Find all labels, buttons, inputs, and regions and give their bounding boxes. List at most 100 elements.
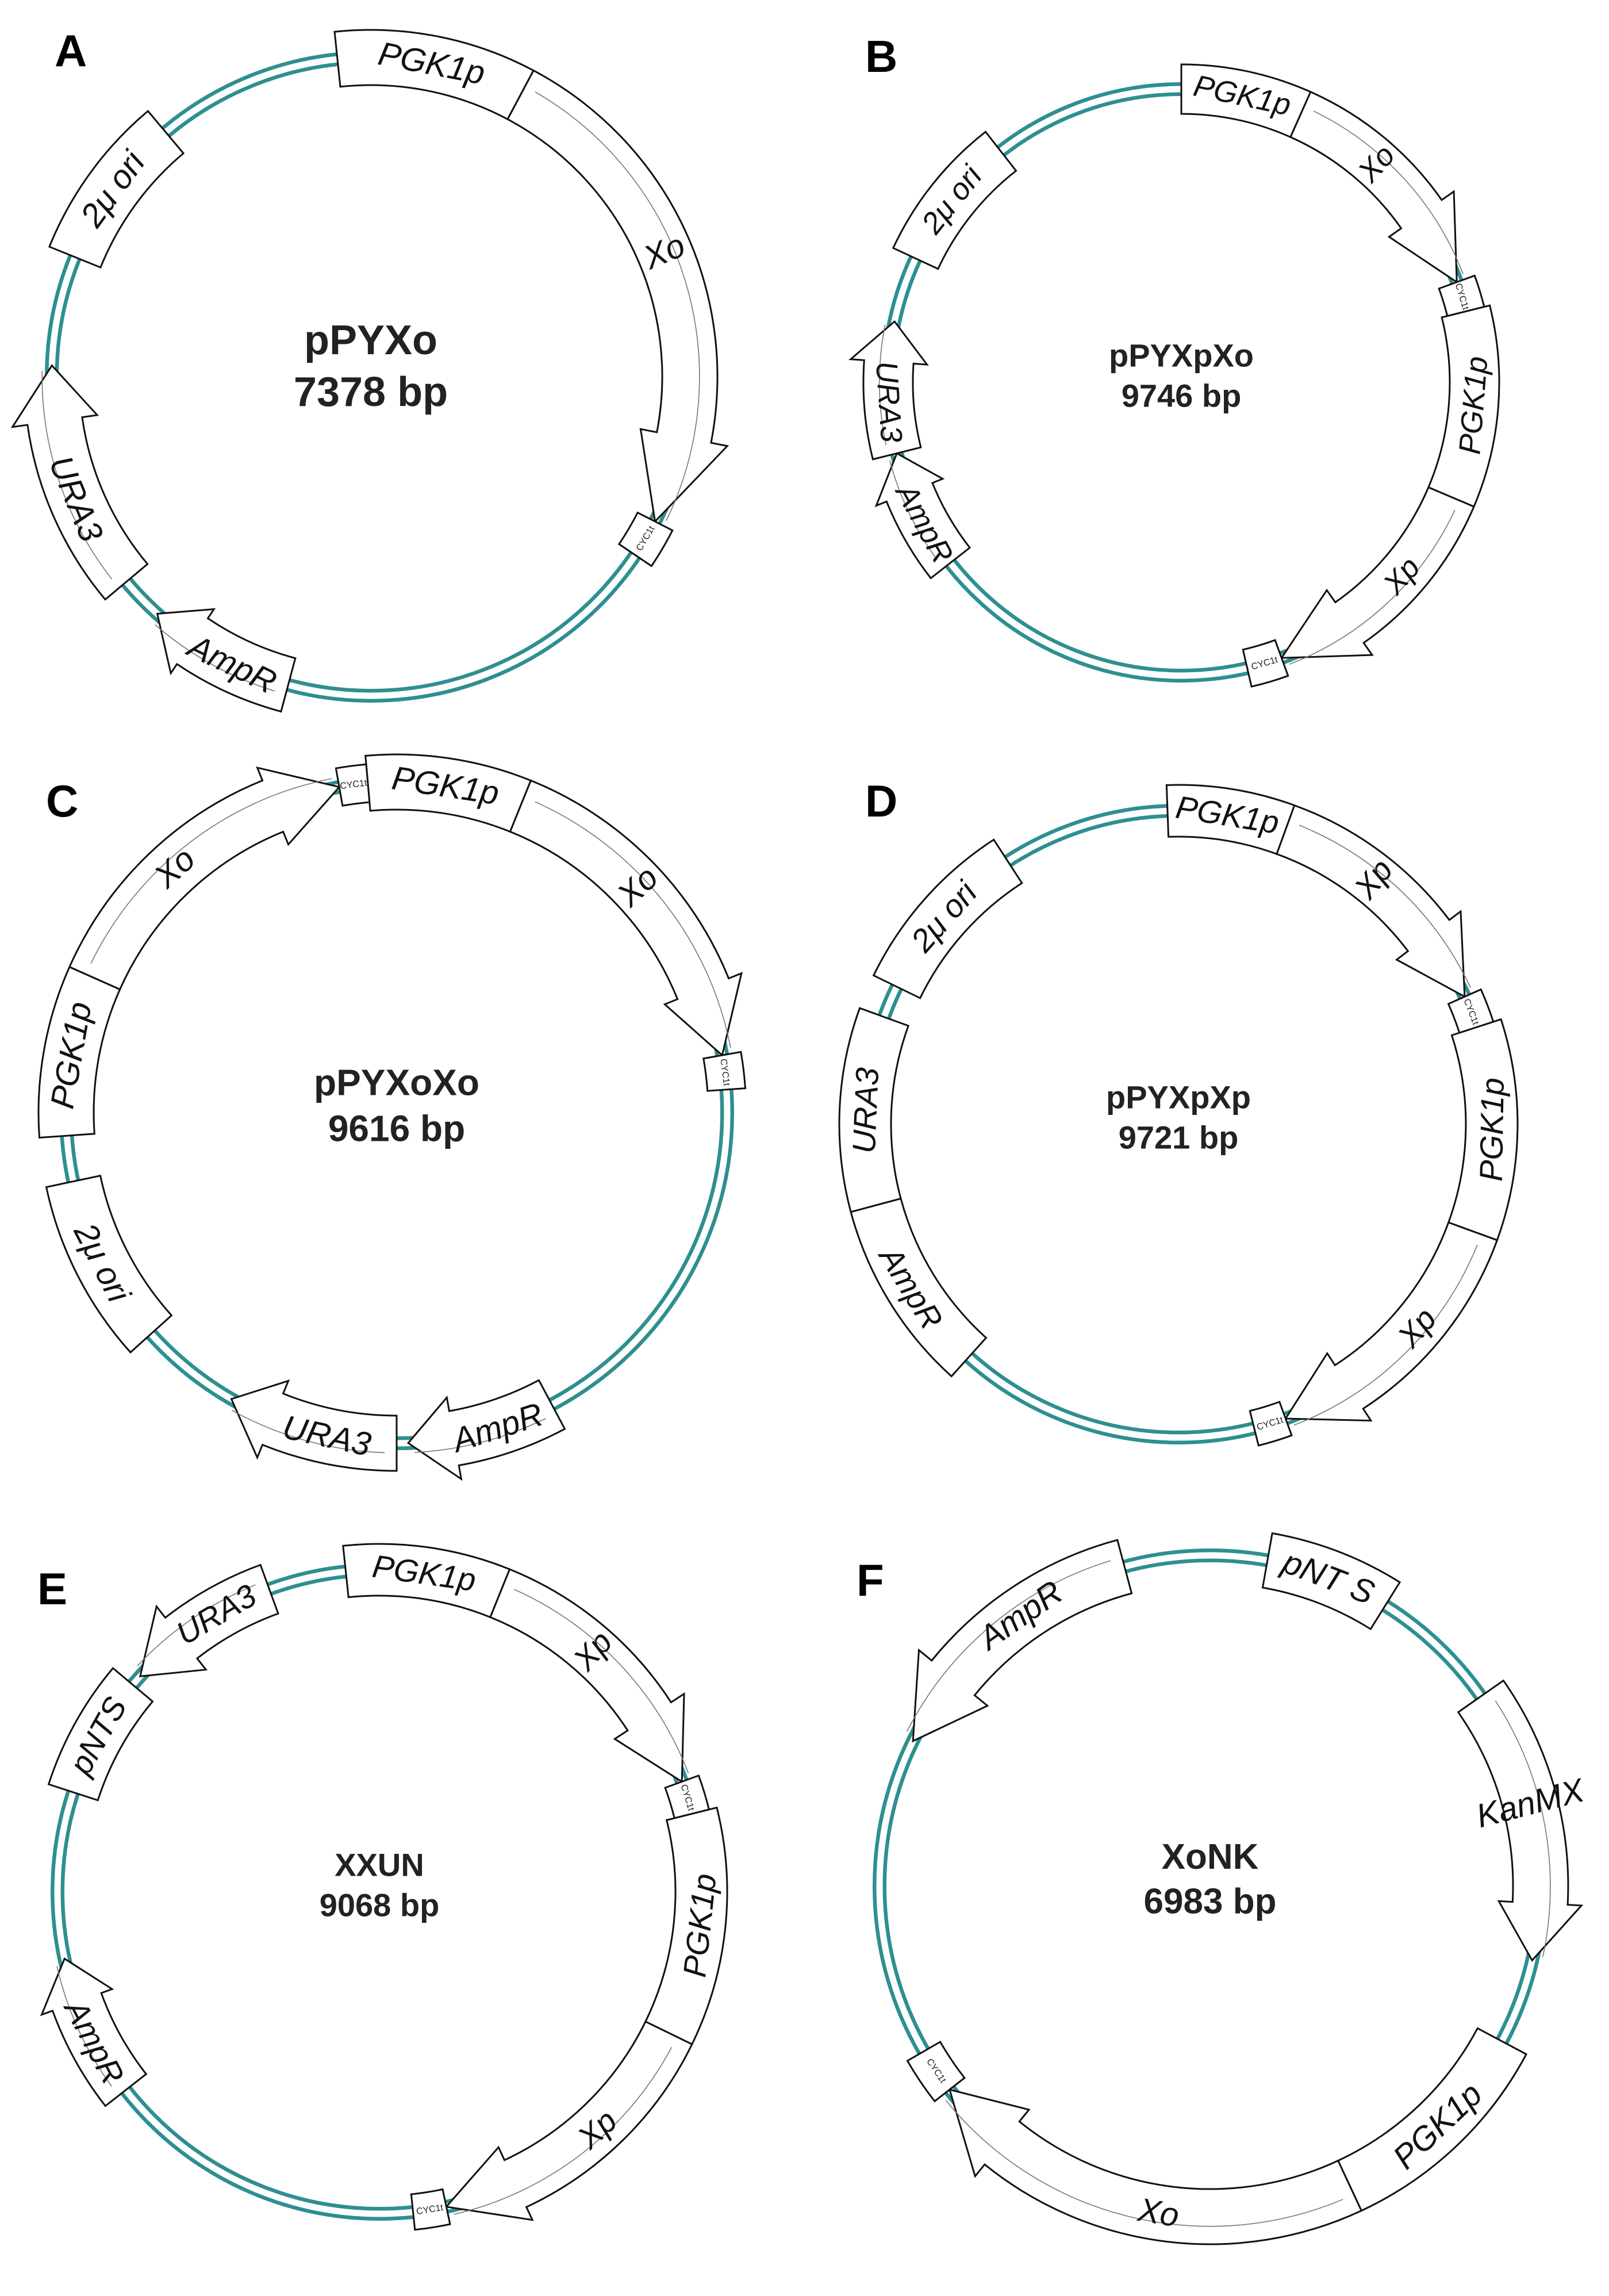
feature-xp: Xp (444, 2020, 693, 2221)
feature-track-line (90, 778, 332, 964)
feature-xp: Xp (1276, 804, 1471, 998)
feature-kanmx: KanMX (1457, 1679, 1589, 1962)
feature-cyc1t: CYC1t (617, 511, 674, 568)
feature-pgk1p: PGK1p (644, 1806, 728, 2046)
feature-cyc1t: CYC1t (410, 2188, 451, 2231)
feature-label: CYC1t (339, 778, 367, 791)
feature-cyc1t: CYC1t (664, 1774, 711, 1819)
feature-track-line (137, 1584, 256, 1666)
feature-track-line (1299, 825, 1471, 988)
feature-ura3: URA3 (230, 1379, 398, 1472)
feature-track-line (414, 1418, 546, 1453)
feature-xp: Xp (1280, 486, 1475, 665)
feature-pgk1p: PGK1p (37, 965, 121, 1139)
panel-label: D (865, 776, 897, 826)
feature-shape (48, 109, 185, 269)
feature-track-line (1293, 1244, 1478, 1426)
feature-shape (892, 131, 1017, 270)
feature-pgk1p: PGK1p (1427, 304, 1500, 508)
feature-shape (40, 1957, 148, 2107)
feature-xo: Xo (68, 766, 341, 991)
feature-track-line (454, 2046, 673, 2215)
feature-ampr: AmpR (155, 608, 297, 713)
feature-shape (68, 766, 341, 991)
feature-ampr: AmpR (406, 1379, 566, 1481)
plasmid-size: 6983 bp (1144, 1882, 1277, 1922)
feature-label: PGK1p (1473, 1078, 1511, 1182)
feature-ura3: URA3 (848, 320, 929, 461)
feature-xo: Xo (506, 69, 729, 524)
feature-shape (906, 2040, 966, 2103)
feature-shape (1261, 1532, 1401, 1631)
feature-pgk1p: PGK1p (364, 753, 532, 833)
feature-shape (230, 1379, 398, 1472)
feature-track-line (889, 460, 938, 561)
feature-shape (1249, 1401, 1293, 1447)
plasmid-name: pPYXo (304, 317, 437, 363)
feature-cyc1t: CYC1t (335, 763, 371, 807)
feature-pgk1p: PGK1p (333, 29, 535, 121)
feature-pnts: pNTS (47, 1666, 154, 1801)
plasmid-size: 7378 bp (294, 369, 448, 415)
feature-shape (45, 1174, 173, 1354)
feature-shape (139, 1563, 279, 1678)
feature-ampr: AmpR (850, 1197, 988, 1378)
feature-pgk1p: PGK1p (1165, 784, 1296, 856)
feature-xp: Xp (489, 1568, 689, 1784)
feature-ampr: AmpR (906, 1539, 1133, 1743)
feature-track-line (41, 370, 113, 580)
feature-shape (948, 2088, 1363, 2245)
feature-ampr: AmpR (874, 452, 971, 580)
feature-cyc1t: CYC1t (702, 1051, 747, 1092)
feature-cyc1t: CYC1t (1242, 639, 1289, 688)
feature-track-line (535, 91, 700, 522)
feature-track-line (945, 2099, 1343, 2227)
feature-track-line (906, 1560, 1111, 1732)
feature-shape (444, 2020, 693, 2221)
feature-label: CYC1t (718, 1058, 731, 1086)
feature-shape (838, 1007, 910, 1213)
panel-label: E (37, 1563, 67, 1614)
feature-shape (1284, 1221, 1499, 1422)
feature-shape (47, 1666, 154, 1801)
feature-ura3: URA3 (838, 1007, 910, 1213)
plasmid-size: 9616 bp (328, 1107, 465, 1149)
feature-track-line (535, 801, 731, 1048)
feature-ampr: AmpR (40, 1957, 148, 2107)
feature-xo: Xo (1289, 90, 1464, 284)
feature-2u-ori: 2μ ori (48, 109, 185, 269)
feature-shape (874, 452, 971, 580)
plasmid-size: 9721 bp (1119, 1120, 1239, 1156)
feature-pgk1p: PGK1p (1337, 2027, 1528, 2212)
feature-shape (912, 1539, 1133, 1743)
feature-pnt-s: pNT S (1261, 1532, 1401, 1631)
feature-2u-ori: 2μ ori (872, 838, 1023, 999)
feature-pgk1p: PGK1p (342, 1543, 511, 1619)
feature-cyc1t: CYC1t (906, 2040, 966, 2103)
feature-cyc1t: CYC1t (1438, 274, 1485, 317)
plasmid-size: 9746 bp (1122, 378, 1242, 414)
feature-cyc1t: CYC1t (1249, 1401, 1293, 1447)
feature-label: Xo (1134, 2191, 1181, 2234)
feature-pgk1p: PGK1p (1447, 1018, 1519, 1241)
feature-track-line (879, 324, 887, 446)
feature-shape (506, 69, 729, 524)
feature-track-line (155, 624, 275, 692)
feature-shape (10, 364, 149, 601)
plasmid-size: 9068 bp (320, 1887, 440, 1923)
feature-shape (1242, 639, 1289, 688)
feature-track-line (1289, 509, 1456, 665)
feature-track-line (56, 1966, 112, 2087)
feature-shape (410, 2188, 451, 2231)
feature-2u-ori: 2μ ori (45, 1174, 173, 1354)
feature-track-line (1495, 1700, 1551, 1957)
feature-shape (617, 511, 674, 568)
plasmid-name: XoNK (1162, 1837, 1259, 1877)
feature-label: URA3 (869, 360, 908, 443)
